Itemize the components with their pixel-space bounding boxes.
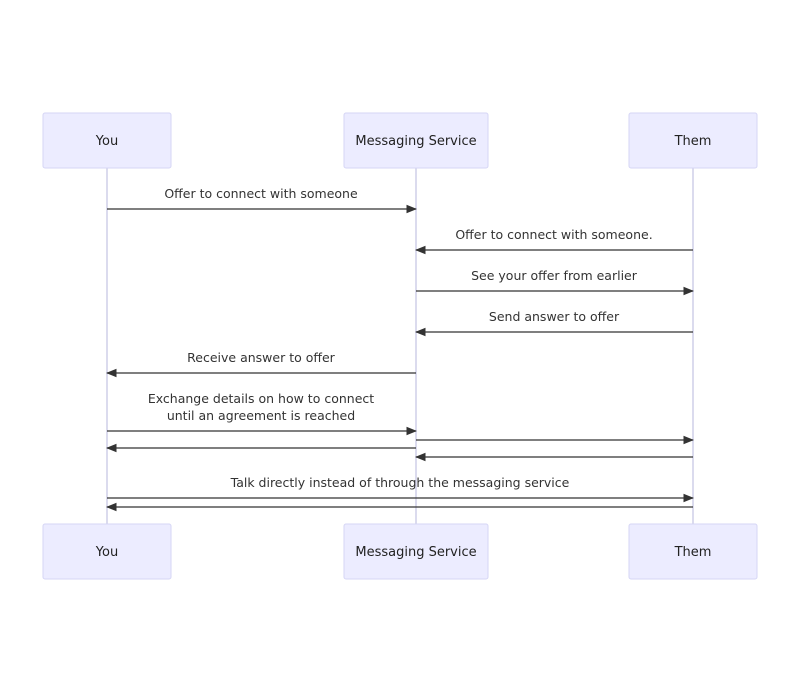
participant-them-top: Them [628,112,758,169]
participants-top: You Messaging Service Them [42,112,758,169]
participant-label: Them [674,545,712,560]
participant-label: Them [674,134,712,149]
lifelines [106,168,694,524]
participant-you-bottom: You [42,523,172,580]
message-label: Offer to connect with someone. [455,227,652,242]
message-exchange-details: Exchange details on how to connect until… [107,391,418,436]
message-talk-directly: Talk directly instead of through the mes… [107,475,695,503]
message-offer-to-service: Offer to connect with someone [107,186,418,214]
participant-label: You [95,134,118,149]
participant-label: Messaging Service [355,545,476,560]
message-receive-answer: Receive answer to offer [105,350,416,378]
message-label: Receive answer to offer [187,350,336,365]
message-label: Offer to connect with someone [164,186,358,201]
participants-bottom: You Messaging Service Them [42,523,758,580]
participant-messaging-service-bottom: Messaging Service [343,523,489,580]
messages: Offer to connect with someone Offer to c… [105,186,695,512]
message-label: See your offer from earlier [471,268,638,283]
message-them-offer-to-service: Offer to connect with someone. [414,227,693,255]
participant-label: Messaging Service [355,134,476,149]
participant-you-top: You [42,112,172,169]
participant-messaging-service-top: Messaging Service [343,112,489,169]
participant-them-bottom: Them [628,523,758,580]
message-label-line-1: Exchange details on how to connect [148,391,374,406]
participant-label: You [95,545,118,560]
message-label: Send answer to offer [489,309,620,324]
message-see-offer: See your offer from earlier [416,268,695,296]
message-label: Talk directly instead of through the mes… [230,475,570,490]
message-send-answer: Send answer to offer [414,309,693,337]
message-label-line-2: until an agreement is reached [167,408,355,423]
